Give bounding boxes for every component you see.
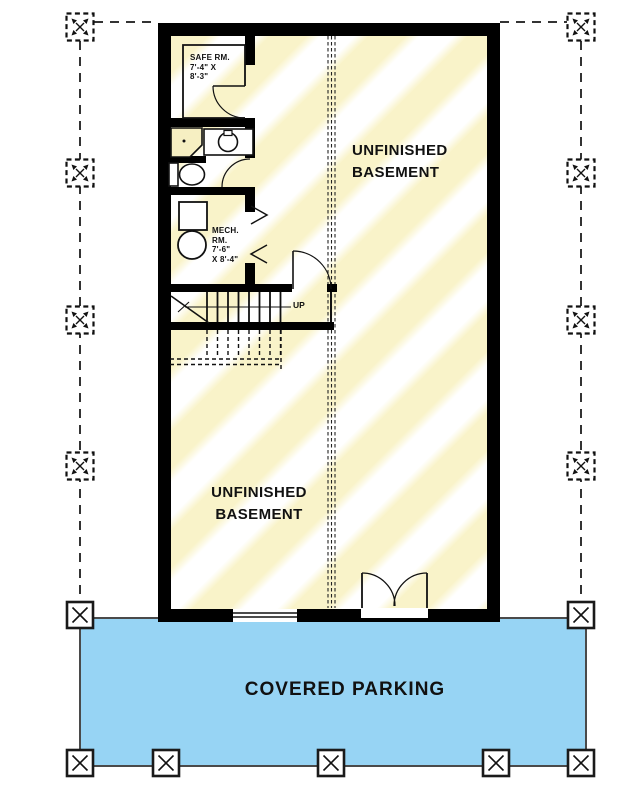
safe-room-label: SAFE RM. 7'-4" X 8'-3"	[190, 53, 230, 81]
column-above-icon	[65, 12, 95, 42]
covered-parking-label: COVERED PARKING	[244, 679, 446, 700]
unfinished-basement-label-upper: UNFINISHED BASEMENT	[352, 142, 448, 181]
column-above-icon	[566, 12, 596, 42]
column-above-icon	[65, 305, 95, 335]
stairs-up-label: UP	[293, 300, 305, 310]
column-above-icon	[65, 158, 95, 188]
column-above-icon	[566, 158, 596, 188]
column-above-icon	[65, 451, 95, 481]
column-above-icon	[566, 451, 596, 481]
mech-room-label: MECH. RM. 7'-6" X 8'-4"	[212, 226, 239, 264]
unfinished-basement-label-lower: UNFINISHED BASEMENT	[211, 484, 307, 523]
basement-building-outline	[158, 23, 500, 622]
column-above-icon	[566, 305, 596, 335]
